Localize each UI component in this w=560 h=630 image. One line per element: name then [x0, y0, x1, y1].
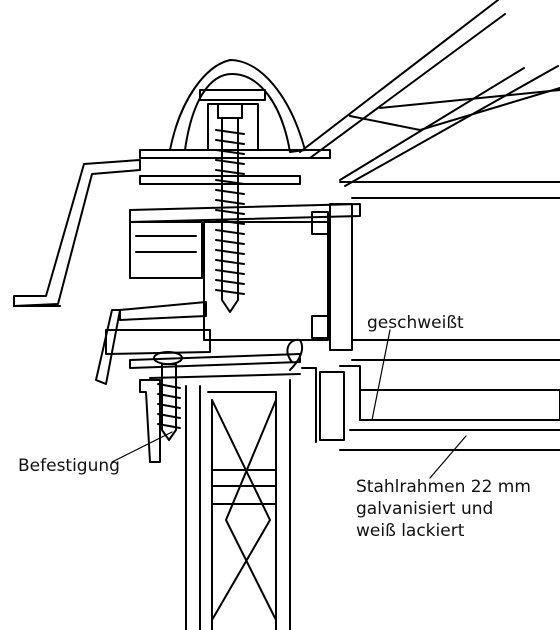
- leader-steel-frame: [429, 435, 467, 479]
- leader-welded: [371, 329, 391, 421]
- leader-fastening: [111, 431, 173, 463]
- label-steel-frame-line3: weiß lackiert: [356, 521, 465, 541]
- cap-profile: [139, 59, 331, 185]
- label-welded: geschweißt: [367, 313, 464, 333]
- label-steel-frame-line1: Stahlrahmen 22 mm: [356, 477, 531, 497]
- label-fastening: Befestigung: [18, 456, 120, 476]
- fastening-screw: [153, 351, 183, 441]
- roof-glazing: [299, 0, 560, 187]
- central-screw: [215, 103, 245, 313]
- outer-cover-profile: [13, 159, 141, 307]
- lower-frame: [129, 338, 361, 630]
- sash-profile: [95, 203, 361, 385]
- glazing-unit: [339, 181, 560, 451]
- label-steel-frame-line2: galvanisiert und: [356, 499, 494, 519]
- leader-lines: [111, 329, 467, 479]
- label-steel-frame: Stahlrahmen 22 mm galvanisiert und weiß …: [356, 476, 531, 542]
